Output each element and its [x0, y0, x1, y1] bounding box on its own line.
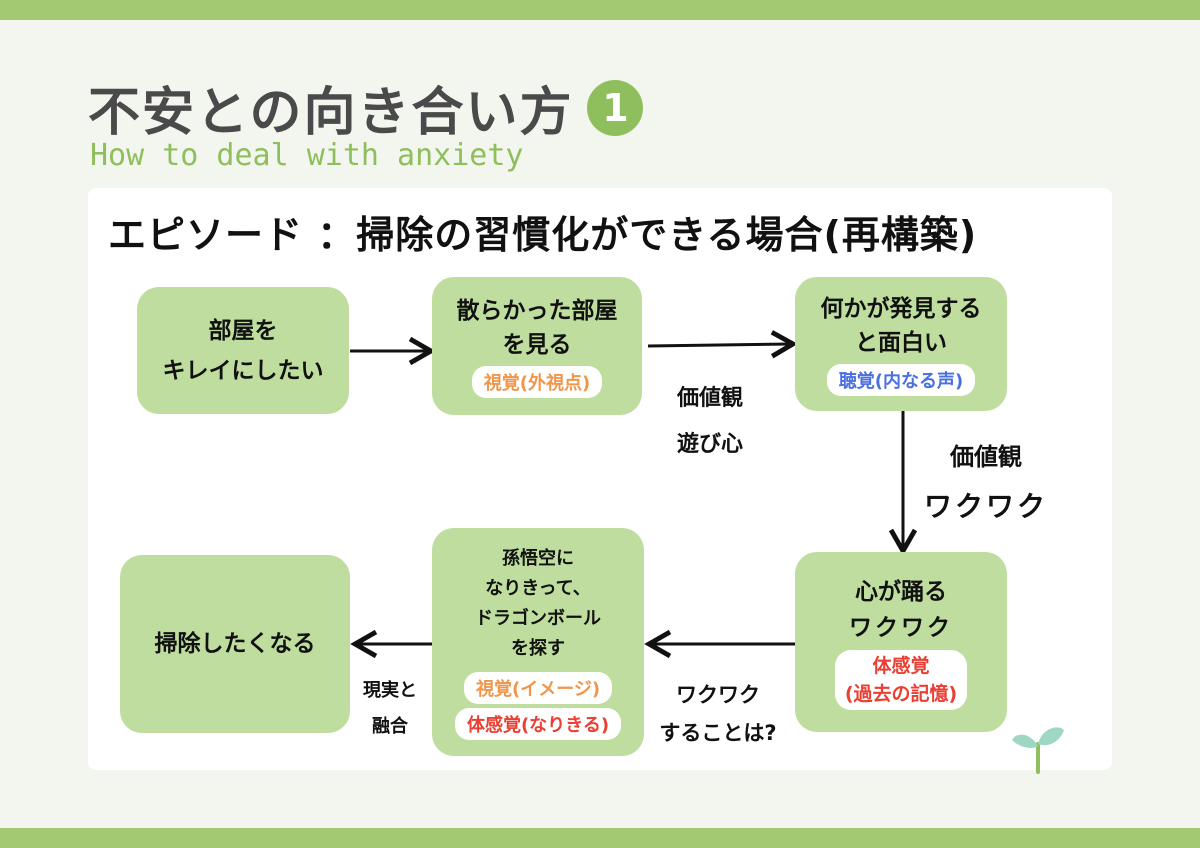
- box4-pill-line1: 体感覚: [872, 655, 930, 677]
- box2-pill-visual: 視覚(外視点): [471, 366, 603, 398]
- label-values-excitement: 価値観 ワクワク: [918, 432, 1054, 532]
- sprout-icon: [1012, 727, 1064, 774]
- box-discovery-fun: 何かが発見する と面白い 聴覚(内なる声): [795, 277, 1007, 411]
- box-goku-dragonball: 孫悟空に なりきって、 ドラゴンボール を探す 視覚(イメージ) 体感覚(なりき…: [432, 528, 644, 756]
- box5-line1: 孫悟空に: [502, 548, 574, 569]
- subtitle: How to deal with anxiety: [90, 138, 524, 173]
- label-what-to-do: することは?: [659, 721, 777, 745]
- box4-pill-container: 体感覚 (過去の記憶): [834, 650, 968, 710]
- box2-line2: を見る: [502, 332, 572, 358]
- box5-pill-kinesthetic: 体感覚(なりきる): [454, 708, 622, 740]
- box4-line2: ワクワク: [849, 615, 953, 641]
- bottom-band: [0, 828, 1200, 848]
- box4-pill-line2: (過去の記憶): [844, 683, 958, 705]
- box-heart-dance: 心が踊る ワクワク 体感覚 (過去の記憶): [795, 552, 1007, 732]
- label-reality-fusion: 現実と 融合: [352, 673, 428, 745]
- page-title: 不安との向き合い方 1: [88, 70, 644, 145]
- box5-pill-visual: 視覚(イメージ): [463, 672, 613, 704]
- box-see-messy-room: 散らかった部屋 を見る 視覚(外視点): [432, 277, 642, 415]
- box1-line1: 部屋を: [208, 317, 278, 344]
- box1-line2: キレイにしたい: [162, 357, 324, 384]
- label-exciting-thing: ワクワク することは?: [648, 676, 788, 752]
- label-fusion: 融合: [372, 716, 408, 737]
- box-want-clean-room: 部屋を キレイにしたい: [137, 287, 349, 414]
- box5-line4: を探す: [511, 638, 565, 659]
- arrow-2-to-3: [647, 330, 798, 359]
- box3-line2: と面白い: [855, 330, 947, 356]
- box3-pill-auditory: 聴覚(内なる声): [826, 364, 976, 396]
- label-values-2: 価値観: [950, 443, 1022, 471]
- title-text: 不安との向き合い方: [88, 83, 574, 143]
- label-wakuwaku: ワクワク: [923, 490, 1048, 523]
- episode-heading: エピソード ：掃除の習慣化ができる場合(再構築): [108, 213, 978, 257]
- box2-line1: 散らかった部屋: [456, 298, 618, 324]
- box5-line2: なりきって、: [485, 578, 591, 599]
- title-number-badge: 1: [587, 79, 644, 136]
- label-values-1: 価値観: [676, 386, 743, 411]
- top-band: [0, 0, 1200, 20]
- label-playfulness: 遊び心: [676, 432, 743, 457]
- box5-line3: ドラゴンボール: [475, 608, 601, 629]
- label-reality: 現実と: [363, 680, 417, 701]
- label-values-play: 価値観 遊び心: [660, 376, 760, 468]
- box-want-to-clean: 掃除したくなる: [120, 555, 350, 733]
- box3-line1: 何かが発見する: [820, 296, 982, 322]
- box6-line1: 掃除したくなる: [154, 631, 316, 657]
- label-wakuwaku-2: ワクワク: [676, 683, 760, 707]
- box4-line1: 心が踊る: [855, 579, 947, 605]
